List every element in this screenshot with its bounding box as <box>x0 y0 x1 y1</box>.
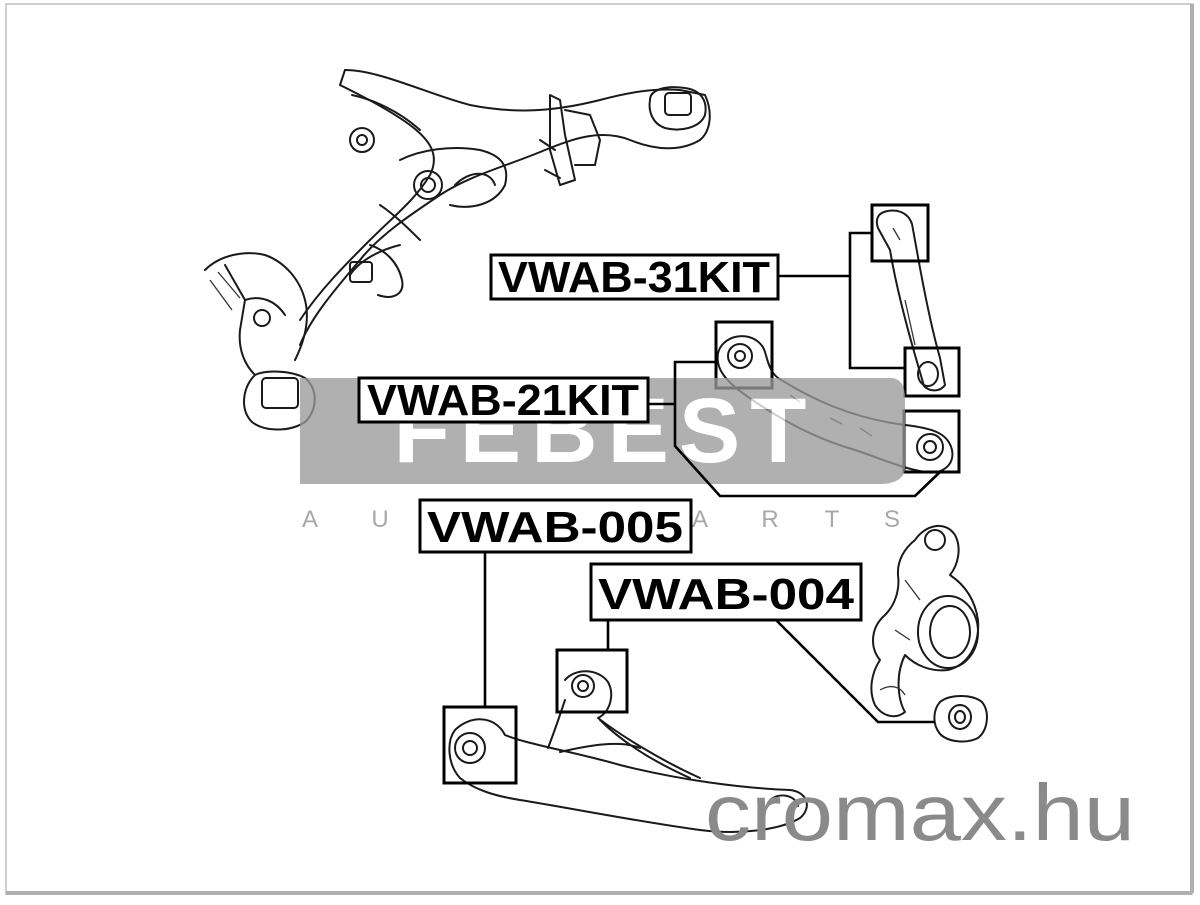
site-watermark: cromax.hu <box>705 768 1135 857</box>
label-vwab-21kit: VWAB-21KIT <box>357 376 650 425</box>
tagline-letter-2: U <box>371 506 388 533</box>
rear-subframe-icon <box>204 69 711 431</box>
upper-arm-bottom-box <box>903 346 961 398</box>
tagline-letter-7: R <box>761 506 778 533</box>
lower-arm-left-box <box>442 705 518 785</box>
leader-lines <box>483 231 941 724</box>
label-vwab-005-text: VWAB-005 <box>427 503 683 552</box>
label-vwab-31kit-text: VWAB-31KIT <box>498 253 770 302</box>
bushing-icon <box>933 695 988 743</box>
tagline-letter-9: S <box>884 506 900 533</box>
lower-arm-icon <box>448 670 808 833</box>
label-vwab-004: VWAB-004 <box>589 562 863 622</box>
wheel-knuckle-icon <box>870 525 980 718</box>
lower-arm-top-box <box>555 648 629 714</box>
label-vwab-31kit: VWAB-31KIT <box>489 253 780 302</box>
tagline-letter-1: A <box>302 506 318 533</box>
label-vwab-005: VWAB-005 <box>418 498 693 554</box>
tagline-letter-8: T <box>825 506 840 533</box>
label-vwab-21kit-text: VWAB-21KIT <box>367 376 639 425</box>
label-vwab-004-text: VWAB-004 <box>598 570 855 619</box>
upper-arm-icon <box>875 209 946 392</box>
tagline-letter-6: A <box>692 506 708 533</box>
